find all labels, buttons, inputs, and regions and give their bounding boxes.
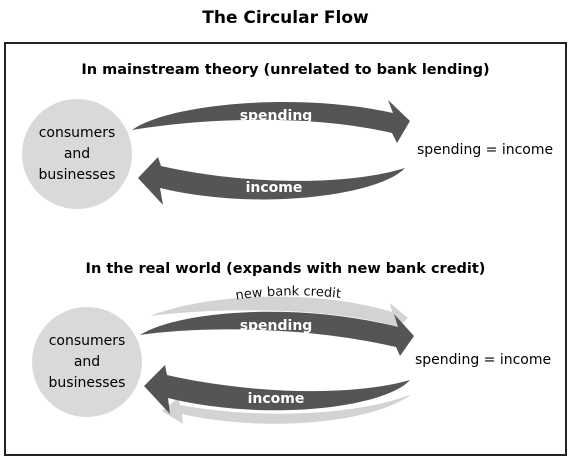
bottom-income-arrow [144,365,410,414]
bottom-spending-equals-income: spending = income [415,352,552,368]
bottom-circle-line-2: and [73,353,101,370]
top-circle-line-3: businesses [38,166,116,183]
diagram-title: The Circular Flow [202,8,369,28]
top-spending-label: spending [240,108,313,124]
top-circle-line-1: consumers [38,124,116,141]
bottom-light-outer-arrow [162,394,412,424]
new-bank-credit-label: new bank credit [235,284,342,303]
top-spending-equals-income: spending = income [417,142,554,158]
bottom-spending-arrow [140,311,414,356]
bottom-circle-line-3: businesses [48,374,126,391]
top-panel-heading: In mainstream theory (unrelated to bank … [81,62,490,78]
bottom-circle-line-1: consumers [48,332,126,349]
diagram-frame [4,42,567,456]
bottom-income-label: income [248,391,305,407]
top-spending-arrow [132,100,410,143]
bottom-spending-label: spending [240,318,313,334]
top-circle-line-2: and [63,145,91,162]
top-income-arrow [138,157,405,205]
bottom-panel-heading: In the real world (expands with new bank… [85,261,486,277]
top-income-label: income [246,180,303,196]
new-bank-credit-arrow [150,296,408,333]
bottom-consumers-businesses-circle: consumers and businesses [32,307,142,417]
new-bank-credit-text: new bank credit [235,284,342,303]
top-consumers-businesses-circle: consumers and businesses [22,99,132,209]
